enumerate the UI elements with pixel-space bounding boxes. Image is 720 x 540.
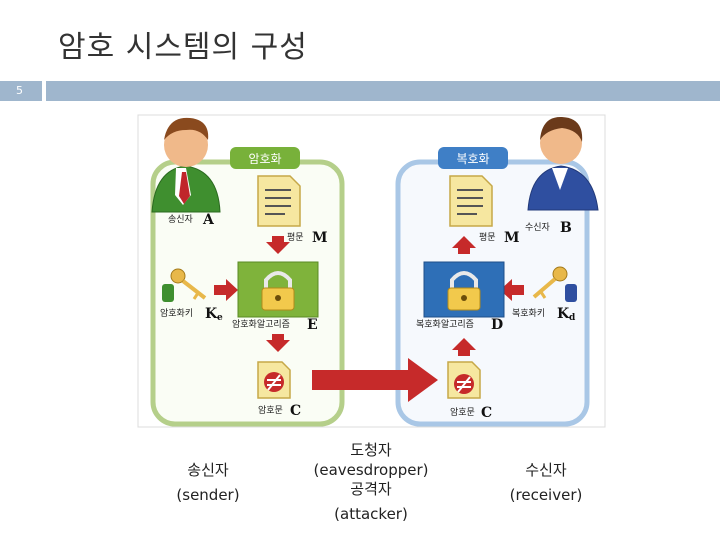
sender-symbol: A — [202, 212, 215, 228]
sender-ciphertext-symbol: C — [290, 403, 301, 419]
receiver-plaintext-symbol: M — [504, 230, 520, 246]
transmission-arrow-icon — [312, 358, 438, 402]
sender-lock-icon — [237, 261, 319, 318]
receiver-caption: 수신자 (receiver) — [500, 461, 592, 505]
slide-number-box — [0, 81, 42, 101]
receiver-lock-icon — [423, 261, 505, 318]
attacker-caption-english: (attacker) — [334, 505, 408, 523]
slide-title: 암호 시스템의 구성 — [58, 30, 308, 65]
sender-plaintext-label: 평문 — [287, 232, 304, 243]
receiver-key-symbol: K — [557, 306, 570, 322]
sender-caption-english: (sender) — [176, 486, 240, 504]
sender-key-symbol: K — [205, 306, 218, 322]
sender-key-label: 암호화키 — [160, 307, 193, 319]
receiver-avatar-icon — [527, 116, 599, 211]
sender-ciphertext-label: 암호문 — [258, 404, 283, 416]
sender-badge-text: 암호화 — [248, 152, 281, 166]
sender-algorithm-label: 암호화알고리즘 — [232, 318, 290, 330]
sender-plaintext-symbol: M — [312, 230, 328, 246]
receiver-algorithm-label: 복호화알고리즘 — [416, 319, 474, 330]
receiver-document-icon — [449, 175, 493, 227]
receiver-key-icon — [532, 266, 577, 302]
sender-caption-korean: 송신자 — [187, 461, 229, 479]
arrow-icon — [266, 334, 290, 352]
sender-key-subscript: e — [217, 313, 223, 323]
sender-document-icon — [257, 175, 301, 227]
arrow-icon — [214, 279, 238, 301]
sender-cipher-document-icon — [257, 361, 291, 399]
arrow-icon — [452, 236, 476, 254]
sender-label: 송신자 — [168, 214, 194, 225]
eavesdropper-caption-english: (eavesdropper) — [313, 461, 429, 479]
sender-caption: 송신자 (sender) — [170, 461, 246, 505]
sender-algorithm-symbol: E — [307, 317, 318, 333]
receiver-caption-korean: 수신자 — [525, 461, 567, 479]
receiver-ciphertext-symbol: C — [481, 405, 492, 421]
receiver-label: 수신자 — [525, 222, 551, 233]
arrow-icon — [500, 279, 524, 301]
receiver-badge: 복호화 — [438, 147, 508, 169]
receiver-symbol: B — [560, 220, 572, 236]
sender-avatar-icon — [151, 117, 221, 213]
receiver-plaintext-label: 평문 — [479, 232, 496, 243]
eavesdropper-caption: 도청자 (eavesdropper) 공격자 (attacker) — [300, 441, 442, 524]
arrow-icon — [266, 236, 290, 254]
header-bar — [46, 81, 720, 101]
attacker-caption-korean: 공격자 — [350, 480, 392, 498]
receiver-cipher-document-icon — [447, 361, 481, 399]
eavesdropper-caption-korean: 도청자 — [350, 441, 392, 459]
receiver-ciphertext-label: 암호문 — [450, 406, 475, 418]
receiver-caption-english: (receiver) — [509, 486, 583, 504]
receiver-algorithm-symbol: D — [491, 317, 503, 333]
arrow-icon — [452, 338, 476, 356]
sender-key-icon — [162, 268, 207, 302]
sender-badge: 암호화 — [230, 147, 300, 169]
receiver-key-label: 복호화키 — [512, 308, 545, 319]
slide-number: 5 — [16, 84, 23, 97]
receiver-key-subscript: d — [569, 313, 576, 323]
receiver-badge-text: 복호화 — [456, 152, 489, 166]
